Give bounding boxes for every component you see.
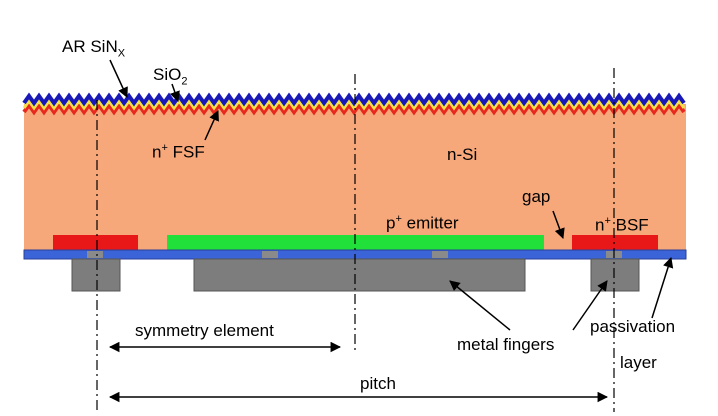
- fsf-contact-left: [53, 235, 138, 250]
- layer-label: layer: [620, 353, 657, 372]
- fsf-pointer: [204, 110, 219, 141]
- contact-opening: [87, 251, 103, 258]
- front-texture-layers: [22, 92, 686, 116]
- gap-label: gap: [522, 187, 551, 206]
- metal-pointer-right: [572, 280, 608, 331]
- metal-pointer-center: [449, 280, 511, 331]
- emitter-label: p+ emitter: [386, 213, 459, 233]
- sio2-label: SiO2: [153, 65, 188, 88]
- texture-zigzag: [22, 92, 686, 107]
- sio2-pointer: [169, 83, 180, 102]
- metal-fingers-label: metal fingers: [457, 335, 555, 354]
- metal-finger-left: [71, 258, 121, 292]
- contact-opening: [432, 251, 448, 258]
- gap-pointer: [552, 210, 565, 239]
- metal-finger-right: [590, 258, 640, 292]
- texture-zigzag: [22, 98, 686, 111]
- n-si-label: n-Si: [447, 145, 478, 164]
- metal-finger-center: [193, 258, 526, 292]
- pitch-label: pitch: [360, 374, 396, 393]
- ar-sin-pointer: [109, 59, 128, 98]
- passivation-label: passivation: [590, 317, 676, 336]
- ar-sin-label: AR SiNX: [62, 37, 126, 60]
- fsf-label: n+ FSF: [152, 142, 205, 162]
- symmetry-element-label: symmetry element: [135, 321, 274, 340]
- contact-opening: [262, 251, 278, 258]
- bsf-label: n+ BSF: [595, 215, 649, 235]
- texture-zigzag: [22, 101, 686, 116]
- passivation-pointer: [651, 256, 674, 319]
- bsf-region: [572, 235, 658, 250]
